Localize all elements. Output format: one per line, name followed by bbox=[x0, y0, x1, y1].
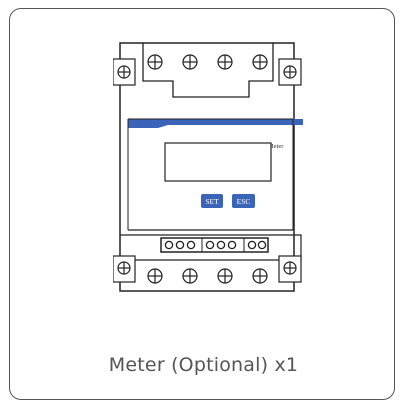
screw-icon bbox=[182, 268, 198, 284]
accent-strip bbox=[128, 119, 303, 128]
screw-icon bbox=[147, 54, 163, 70]
product-caption: Meter (Optional) x1 bbox=[108, 354, 299, 376]
screw-icon bbox=[252, 54, 268, 70]
screw-icon bbox=[217, 268, 233, 284]
screw-icon bbox=[182, 54, 198, 70]
screw-icon bbox=[117, 65, 131, 79]
set-button[interactable]: SET bbox=[201, 194, 223, 208]
top-screws bbox=[117, 54, 297, 79]
screw-icon bbox=[252, 268, 268, 284]
esc-button[interactable]: ESC bbox=[232, 194, 255, 208]
terminal-holes bbox=[164, 240, 267, 250]
top-cover bbox=[142, 43, 274, 98]
lcd-display bbox=[164, 142, 272, 182]
meter-illustration: Three-Phase Smart Meter SET ESC bbox=[113, 42, 303, 292]
set-button-label: SET bbox=[205, 197, 219, 206]
screw-icon bbox=[283, 261, 297, 275]
esc-button-label: ESC bbox=[237, 197, 251, 206]
screw-icon bbox=[117, 261, 131, 275]
screw-icon bbox=[217, 54, 233, 70]
terminal-block bbox=[160, 237, 269, 253]
screw-icon bbox=[283, 65, 297, 79]
bottom-screws bbox=[117, 261, 297, 284]
screw-icon bbox=[147, 268, 163, 284]
